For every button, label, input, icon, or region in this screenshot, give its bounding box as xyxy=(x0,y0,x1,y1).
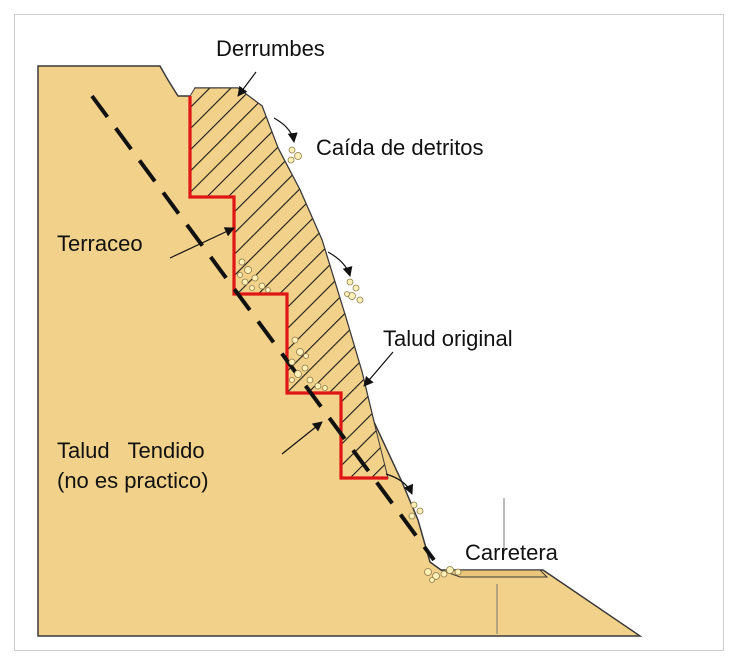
label-derrumbes: Derrumbes xyxy=(216,36,325,61)
derrumbes-arrow xyxy=(237,71,257,97)
flattened-slope-line xyxy=(90,94,436,562)
label-talud-tendido: Talud Tendido xyxy=(57,438,205,463)
terraceo-arrow xyxy=(169,227,235,259)
terrace-debris xyxy=(237,258,328,391)
fall-arrow-2 xyxy=(327,251,353,277)
label-terraceo: Terraceo xyxy=(57,231,143,256)
label-talud-original: Talud original xyxy=(383,326,513,351)
talud-original-arrow xyxy=(363,351,394,387)
label-caida-de-detritos: Caída de detritos xyxy=(316,135,484,160)
falling-debris xyxy=(287,146,424,520)
label-carretera: Carretera xyxy=(465,540,559,565)
terrace-steps xyxy=(188,96,388,480)
road-surface xyxy=(440,569,549,578)
label-no-es-practico: (no es practico) xyxy=(57,468,209,493)
fall-arrow-3 xyxy=(385,473,414,495)
talud-tendido-arrow xyxy=(281,421,323,455)
toe-debris xyxy=(424,566,462,583)
fall-arrow-1 xyxy=(273,117,298,143)
